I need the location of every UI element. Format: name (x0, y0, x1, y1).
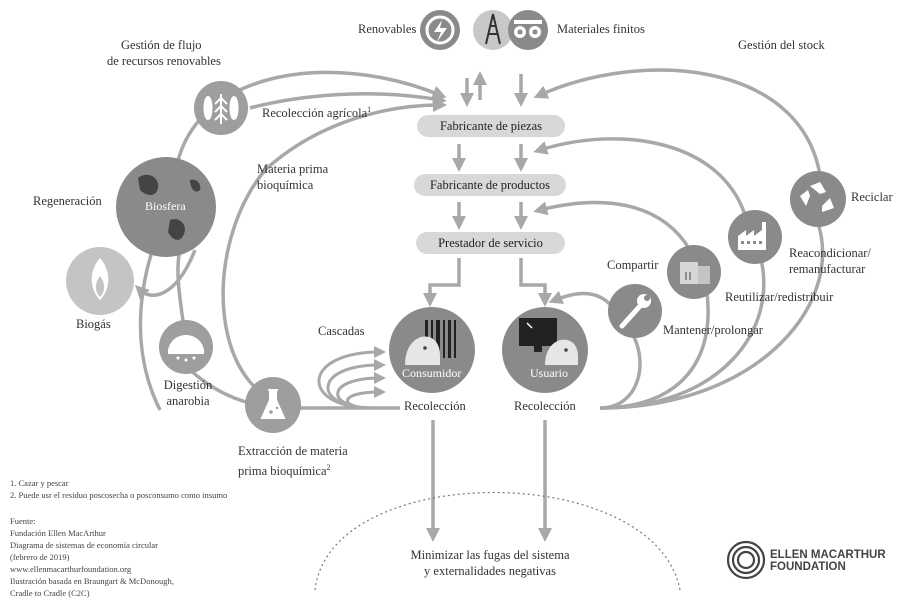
renewables-label: Renovables (358, 22, 417, 36)
footnote-2: 2. Puede usr el residuo poscosecha o pos… (10, 490, 228, 500)
digestion-icon (159, 320, 213, 374)
digestion-line1: Digestión (163, 378, 213, 392)
source-line-3: Diagrama de sistemas de economía circula… (10, 540, 158, 550)
biological-loops (135, 70, 447, 411)
mining-cart-icon (508, 10, 548, 50)
oil-rig-icon (473, 10, 513, 50)
source-line-5: www.ellenmacarthurfoundation.org (10, 564, 132, 574)
collection-left-label: Recolección (404, 399, 466, 413)
logo-line-1: ELLEN MACARTHUR (770, 549, 886, 561)
refurbish-arc (533, 137, 747, 216)
minimize-line2: y externalidades negativas (424, 564, 556, 578)
biogas-icon (66, 247, 134, 315)
reuse-label: Reutilizar/redistribuir (725, 290, 834, 304)
maintain-label: Mantener/prolongar (663, 323, 763, 337)
cascade-1 (317, 346, 386, 410)
maintain-arc (548, 290, 617, 312)
technical-loops (533, 68, 825, 410)
digestion-line2: anarobia (166, 394, 210, 408)
wrench-icon (608, 284, 662, 338)
user-icon (502, 307, 588, 393)
arrow-service-consumer (423, 258, 461, 307)
biochemical-feedstock-line2: bioquímica (257, 178, 314, 192)
recycle-icon (790, 171, 846, 227)
share-label: Compartir (607, 258, 659, 272)
minimize-line1: Minimizar las fugas del sistema (410, 548, 570, 562)
extraction-line2: prima bioquímica2 (238, 463, 331, 479)
source-line-6: Ilustración basada en Braungart & McDono… (10, 576, 174, 586)
biosphere-icon (116, 157, 216, 257)
arrow-service-user (519, 258, 552, 307)
stock-management-arc (533, 68, 822, 176)
finite-materials-label: Materiales finitos (557, 22, 645, 36)
logo-line-2: FOUNDATION (770, 561, 846, 573)
collection-right-label: Recolección (514, 399, 576, 413)
flow-management-line2: de recursos renovables (107, 54, 221, 68)
cascade-arcs (317, 346, 386, 410)
biochemical-loop (221, 98, 447, 410)
regeneration-label: Regeneración (33, 194, 102, 208)
source-line-7: Cradle to Cradle (C2C) (10, 588, 90, 598)
reuse-loop (599, 279, 710, 410)
parts-manufacturer: Fabricante de piezas (417, 115, 565, 137)
biochemical-feedstock-line1: Materia prima (257, 162, 329, 176)
flow-management-arc (173, 70, 447, 176)
maintain-loop (599, 329, 642, 410)
consumer-label: Consumidor (402, 366, 462, 380)
footnote-1: 1. Cazar y pescar (10, 478, 69, 488)
cascade-4 (346, 386, 386, 410)
consumer-icon (389, 307, 475, 393)
flask-icon (245, 377, 301, 433)
cascades-label: Cascadas (318, 324, 365, 338)
flow-management-line1: Gestión de flujo (121, 38, 202, 52)
extraction-line1: Extracción de materia (238, 444, 348, 458)
boxes-icon (667, 245, 721, 299)
agricultural-arc (249, 91, 447, 110)
biosphere-label: Biosfera (145, 199, 186, 213)
reuse-arc (533, 200, 692, 251)
refurbish-line2: remanufacturar (789, 262, 866, 276)
agricultural-collection-label: Recolección agrícola1 (262, 105, 372, 121)
service-provider: Prestador de servicio (416, 232, 565, 254)
renewables-icon (420, 10, 460, 50)
source-line-1: Fuente: (10, 516, 36, 526)
recycle-label: Reciclar (851, 190, 893, 204)
source-line-2: Fundación Ellen MacArthur (10, 528, 106, 538)
stock-management-label: Gestión del stock (738, 38, 825, 52)
biogas-label: Biogás (76, 317, 111, 331)
central-arrows (423, 71, 552, 542)
product-manufacturer: Fabricante de productos (414, 174, 566, 196)
leakage-dome (314, 492, 681, 591)
agriculture-icon (194, 81, 248, 135)
refurbish-line1: Reacondicionar/ (789, 246, 871, 260)
emf-logo-icon (726, 540, 766, 580)
user-label: Usuario (530, 366, 568, 380)
factory-icon (728, 210, 782, 264)
source-line-4: (febrero de 2019) (10, 552, 70, 562)
